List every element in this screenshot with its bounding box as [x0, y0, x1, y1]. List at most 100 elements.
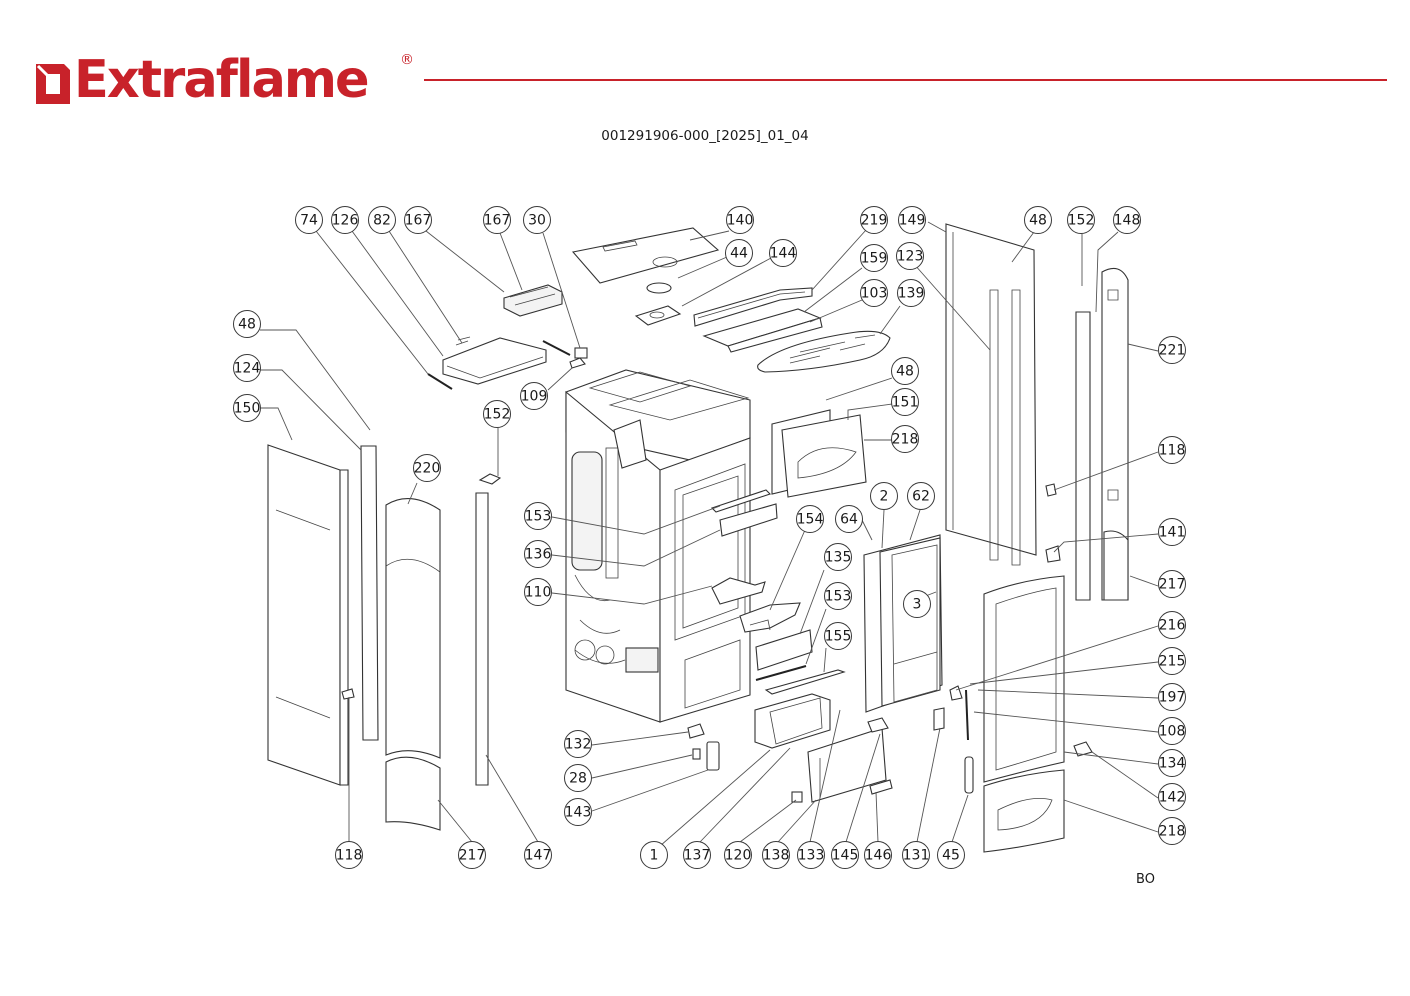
callout-label: 120 — [725, 848, 752, 864]
callout-label: 48 — [238, 317, 256, 333]
callout-circle — [860, 279, 888, 307]
part-callout-151: 151 — [891, 388, 919, 416]
callout-label: 143 — [565, 805, 592, 821]
part-callout-218: 218 — [1158, 817, 1186, 845]
part-callout-153: 153 — [524, 502, 552, 530]
callout-label: 137 — [684, 848, 711, 864]
callout-label: 64 — [840, 512, 858, 528]
part-callout-135: 135 — [824, 543, 852, 571]
part-callout-215: 215 — [1158, 647, 1186, 675]
part-callout-48: 48 — [233, 310, 261, 338]
part-callout-154: 154 — [796, 505, 824, 533]
callout-label: 167 — [405, 213, 432, 229]
part-callout-30: 30 — [523, 206, 551, 234]
callout-circle — [564, 798, 592, 826]
callout-label: 141 — [1159, 525, 1186, 541]
header-divider — [424, 79, 1387, 81]
callout-circle — [1158, 518, 1186, 546]
callout-label: 2 — [880, 489, 889, 505]
callout-label: 218 — [892, 432, 919, 448]
part-callout-120: 120 — [724, 841, 752, 869]
part-callout-217: 217 — [458, 841, 486, 869]
part-callout-147: 147 — [524, 841, 552, 869]
part-callout-118: 118 — [1158, 436, 1186, 464]
callout-circle — [769, 239, 797, 267]
part-plate-103 — [727, 317, 823, 353]
part-callout-152: 152 — [1067, 206, 1095, 234]
callout-circle — [1158, 783, 1186, 811]
callout-circle — [824, 543, 852, 571]
document-code-wrapper: 001291906-000_[2025]_01_04 — [0, 128, 1410, 144]
part-callout-48: 48 — [891, 357, 919, 385]
part-callout-45: 45 — [937, 841, 965, 869]
callout-circle — [897, 279, 925, 307]
callout-circle — [903, 590, 931, 618]
part-callout-149: 149 — [898, 206, 926, 234]
part-callout-144: 144 — [769, 239, 797, 267]
callout-label: 132 — [565, 737, 592, 753]
callout-label: 155 — [825, 629, 852, 645]
callout-label: 48 — [1029, 213, 1047, 229]
part-callout-74: 74 — [295, 206, 323, 234]
callout-label: 1 — [650, 848, 659, 864]
callout-circle — [233, 354, 261, 382]
part-gasket-44 — [646, 282, 672, 294]
callout-label: 151 — [892, 395, 919, 411]
part-callout-136: 136 — [524, 540, 552, 568]
part-callout-167: 167 — [404, 206, 432, 234]
callout-label: 215 — [1159, 654, 1186, 670]
part-callout-139: 139 — [897, 279, 925, 307]
callout-circle — [233, 394, 261, 422]
part-callout-103: 103 — [860, 279, 888, 307]
part-callout-197: 197 — [1158, 683, 1186, 711]
callout-circle — [891, 388, 919, 416]
callout-circle — [725, 239, 753, 267]
document-code: 001291906-000_[2025]_01_04 — [601, 128, 809, 144]
part-bracket-167 — [503, 284, 563, 317]
callout-circle — [1024, 206, 1052, 234]
callout-circle — [368, 206, 396, 234]
callout-circle — [295, 206, 323, 234]
part-baffle-136 — [719, 503, 778, 537]
callout-label: 150 — [234, 401, 261, 417]
callout-circle — [524, 578, 552, 606]
registered-mark: ® — [400, 52, 414, 68]
callout-label: 216 — [1159, 618, 1186, 634]
leader-lines — [260, 221, 1159, 847]
part-callout-138: 138 — [762, 841, 790, 869]
part-callout-82: 82 — [368, 206, 396, 234]
callout-label: 82 — [373, 213, 391, 229]
part-callout-219: 219 — [860, 206, 888, 234]
callout-label: 136 — [525, 547, 552, 563]
callout-circle — [1158, 647, 1186, 675]
callout-label: 148 — [1114, 213, 1141, 229]
part-callout-44: 44 — [725, 239, 753, 267]
part-callout-118: 118 — [335, 841, 363, 869]
part-strip-124 — [360, 445, 379, 741]
callout-circle — [520, 382, 548, 410]
part-callout-220: 220 — [413, 454, 441, 482]
callout-label: 154 — [797, 512, 824, 528]
callout-circle — [937, 841, 965, 869]
part-callout-148: 148 — [1113, 206, 1141, 234]
callout-circle — [683, 841, 711, 869]
part-door-frame — [863, 534, 943, 713]
part-back-panel-149 — [945, 223, 1037, 566]
part-callout-167: 167 — [483, 206, 511, 234]
callout-label: 159 — [861, 251, 888, 267]
part-stove-body — [565, 369, 751, 723]
callout-circle — [483, 206, 511, 234]
callout-label: 142 — [1159, 790, 1186, 806]
callout-label: 131 — [903, 848, 930, 864]
callout-label: 3 — [913, 597, 922, 613]
callout-label: 219 — [861, 213, 888, 229]
part-ash-drawer — [754, 693, 831, 749]
callout-circle — [1158, 817, 1186, 845]
callout-label: 153 — [825, 589, 852, 605]
part-callout-109: 109 — [520, 382, 548, 410]
callout-label: 152 — [1068, 213, 1095, 229]
part-trim-219 — [693, 287, 813, 327]
callout-label: 149 — [899, 213, 926, 229]
part-callout-217: 217 — [1158, 570, 1186, 598]
